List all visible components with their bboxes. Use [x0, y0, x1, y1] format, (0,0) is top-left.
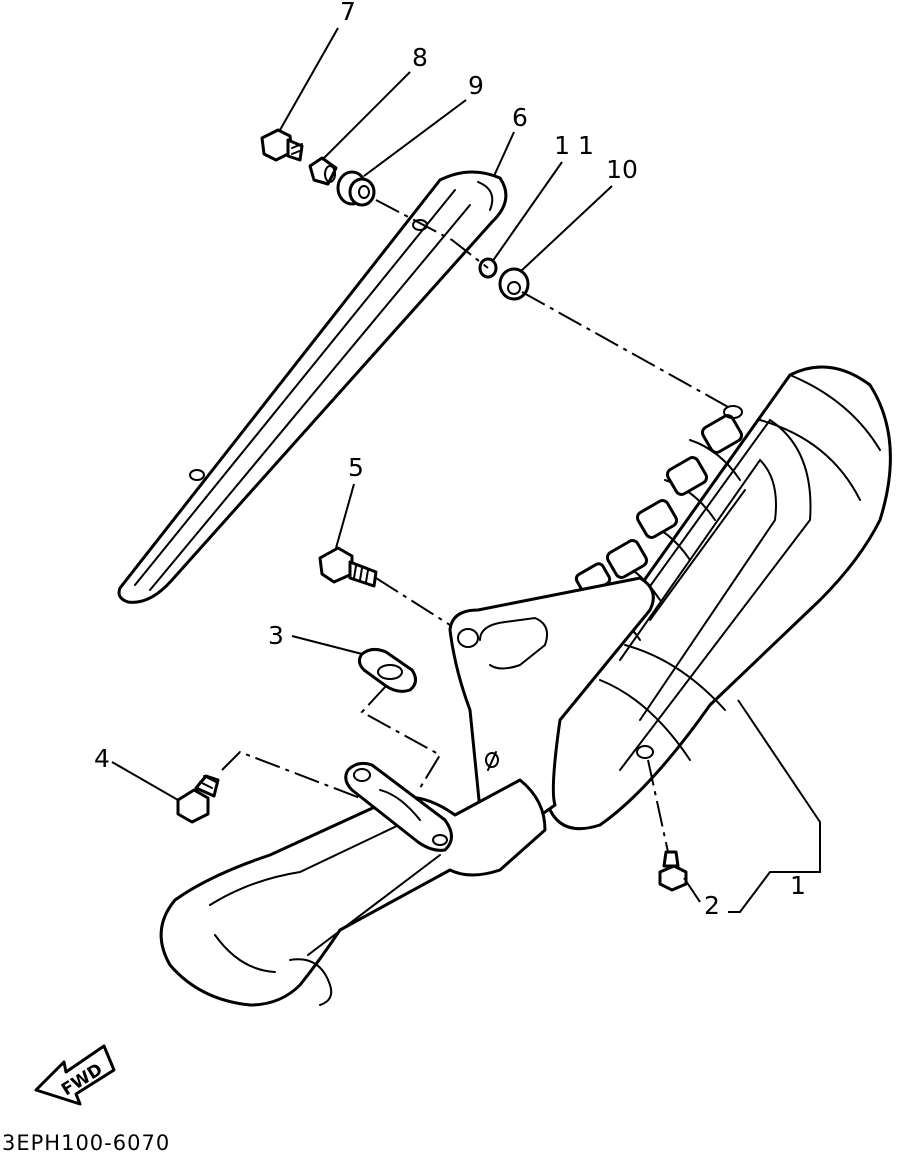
muffler-part-1: [159, 365, 892, 1007]
leader-lines: [111, 27, 821, 913]
callout-8: 8: [412, 43, 428, 72]
callout-9: 9: [468, 71, 484, 100]
callout-labels: 7 8 9 6 1 1 10 5 3 4 2 1: [94, 0, 806, 920]
washer-part-10: [498, 267, 530, 301]
bolt-part-5: [318, 546, 378, 588]
bolt-part-7: [260, 128, 304, 162]
callout-3: 3: [268, 621, 284, 650]
forward-direction-arrow: FWD: [34, 1044, 116, 1106]
protector-bar-part-6: [117, 170, 508, 604]
assembly-lines: [221, 199, 731, 853]
collar-part-8: [308, 156, 338, 186]
grommet-part-9: [336, 170, 376, 207]
gasket-part-3: [357, 647, 417, 693]
bolt-part-4: [176, 774, 220, 824]
callout-4: 4: [94, 744, 110, 773]
diagram-code: 3EPH100-6070: [2, 1131, 170, 1153]
callout-11: 1 1: [554, 131, 594, 160]
callout-7: 7: [340, 0, 356, 26]
callout-5: 5: [348, 453, 364, 482]
callout-2: 2: [704, 891, 720, 920]
callout-10: 10: [606, 155, 638, 184]
screw-part-2: [658, 850, 688, 892]
callout-1: 1: [790, 871, 806, 900]
callout-6: 6: [512, 103, 528, 132]
